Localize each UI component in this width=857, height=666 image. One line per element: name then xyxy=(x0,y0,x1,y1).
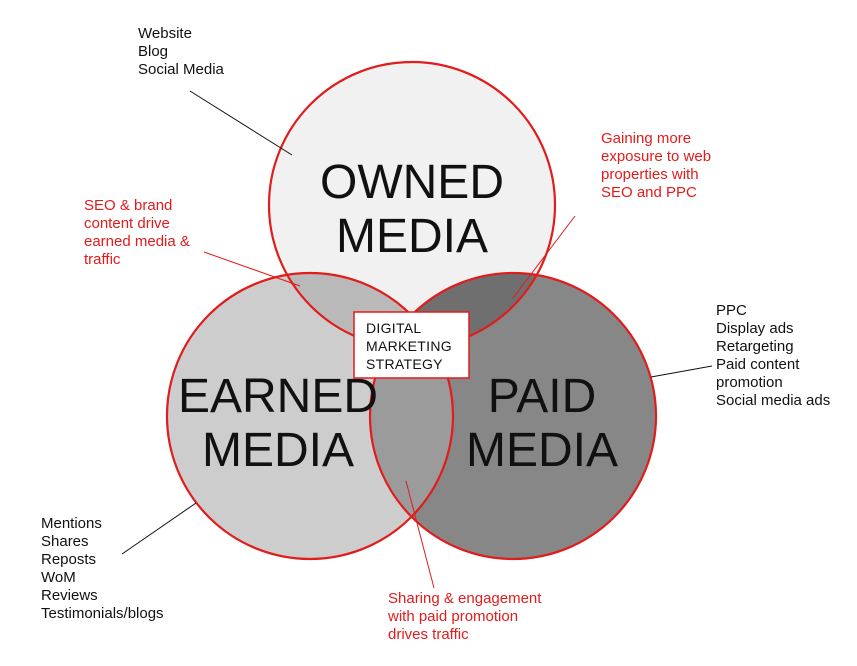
paid-ring xyxy=(368,271,658,561)
paid-item: Social media ads xyxy=(716,392,830,409)
owned-item: Social Media xyxy=(138,61,225,78)
paid-item: Display ads xyxy=(716,320,794,337)
owned-paid-note: SEO and PPC xyxy=(601,184,697,201)
leader-earned-paid xyxy=(405,480,435,589)
owned-earned-note: content drive xyxy=(84,215,170,232)
earned-paid-note: with paid promotion xyxy=(387,608,518,625)
center-line1: DIGITAL xyxy=(366,320,422,336)
leader-paid xyxy=(650,365,713,378)
earned-title-line2: MEDIA xyxy=(202,424,354,477)
owned-paid-note: properties with xyxy=(601,166,699,183)
earned-item: Reviews xyxy=(41,587,98,604)
owned-earned-note: traffic xyxy=(84,251,121,268)
owned-title-line2: MEDIA xyxy=(336,210,488,263)
center-line2: MARKETING xyxy=(366,338,452,354)
earned-item: Reposts xyxy=(41,551,96,568)
earned-item: Testimonials/blogs xyxy=(41,605,164,622)
owned-paid-note: Gaining more xyxy=(601,130,691,147)
earned-item: Mentions xyxy=(41,515,102,532)
center-line3: STRATEGY xyxy=(366,356,443,372)
leader-owned-earned xyxy=(203,251,301,287)
center-box xyxy=(353,311,470,379)
earned-ring xyxy=(165,271,455,561)
owned-earned-note: earned media & xyxy=(84,233,190,250)
paid-item: PPC xyxy=(716,302,747,319)
earned-title-line1: EARNED xyxy=(178,370,378,423)
owned-title-line1: OWNED xyxy=(320,156,504,209)
paid-item: promotion xyxy=(716,374,783,391)
owned-item: Blog xyxy=(138,43,168,60)
leader-owned-paid xyxy=(512,215,576,299)
paid-title-line2: MEDIA xyxy=(466,424,618,477)
earned-paid-note: Sharing & engagement xyxy=(388,590,542,607)
paid-title-line1: PAID xyxy=(488,370,596,423)
owned-item: Website xyxy=(138,25,192,42)
owned-paid-note: exposure to web xyxy=(601,148,711,165)
paid-item: Retargeting xyxy=(716,338,794,355)
earned-item: WoM xyxy=(41,569,76,586)
leader-owned xyxy=(189,90,293,156)
earned-item: Shares xyxy=(41,533,89,550)
earned-paid-note: drives traffic xyxy=(388,626,469,643)
paid-item: Paid content xyxy=(716,356,800,373)
owned-earned-note: SEO & brand xyxy=(84,197,172,214)
leader-earned xyxy=(121,502,197,555)
